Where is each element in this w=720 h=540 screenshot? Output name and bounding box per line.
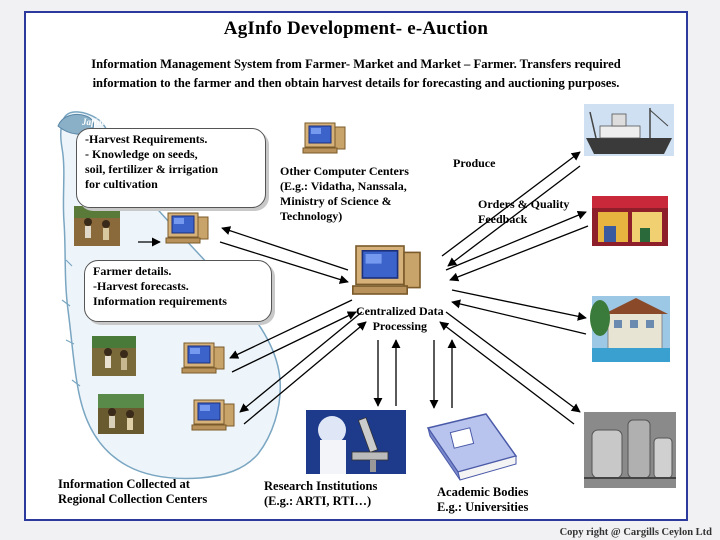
- bubble-top-line-1: -Harvest Requirements.: [85, 132, 208, 146]
- other-centers-line-2: (E.g.: Vidatha, Nanssala,: [280, 179, 407, 193]
- bubble-top-line-4: for cultivation: [85, 177, 158, 191]
- arrow-from-supermarket: [449, 225, 589, 282]
- research-image: [306, 410, 406, 474]
- bubble-bottom-line-2: -Harvest forecasts.: [93, 279, 189, 293]
- research-line-2: (E.g.: ARTI, RTI…): [264, 494, 372, 508]
- label-produce: Produce: [453, 156, 496, 170]
- subtitle-line-2: information to the farmer and then obtai…: [92, 76, 620, 90]
- label-centralized-processing: Centralized Data Processing: [356, 304, 444, 334]
- bubble-top-line-3: soil, fertilizer & irrigation: [85, 162, 219, 176]
- connection-arrows: [138, 151, 589, 425]
- computer-icon-regional-2: [181, 342, 225, 374]
- computer-icon-regional-3: [191, 399, 235, 431]
- bubble-harvest-requirements: -Harvest Requirements. - Knowledge on se…: [76, 128, 266, 208]
- label-research-institutions: Research Institutions (E.g.: ARTI, RTI…): [264, 479, 377, 509]
- label-orders-quality: Orders & Quality Feedback: [478, 197, 569, 227]
- arrow-to-ship: [441, 151, 581, 257]
- research-line-1: Research Institutions: [264, 479, 378, 493]
- central-line-1: Centralized Data: [356, 304, 444, 318]
- arrow-to-regional-1: [221, 226, 349, 271]
- supermarket-image: [592, 196, 668, 246]
- arrow-to-regional-3: [239, 311, 363, 413]
- other-centers-line-1: Other Computer Centers: [280, 164, 409, 178]
- computer-icon-central: [351, 245, 421, 295]
- arrow-from-hotel: [451, 299, 587, 335]
- arrow-from-ship: [447, 165, 581, 267]
- coast-detail: [61, 259, 81, 387]
- bubble-farmer-details: Farmer details. -Harvest forecasts. Info…: [84, 260, 272, 322]
- factory-image: [584, 412, 676, 488]
- arrow-to-regional-2: [229, 299, 353, 359]
- bubble-top-line-2: - Knowledge on seeds,: [85, 147, 198, 161]
- arrow-to-supermarket: [445, 210, 587, 271]
- other-centers-line-3: Ministry of Science &: [280, 194, 392, 208]
- label-other-computer-centers: Other Computer Centers (E.g.: Vidatha, N…: [280, 164, 409, 224]
- central-line-2: Processing: [372, 319, 428, 333]
- farmer-photo-1: [74, 206, 120, 246]
- slide-title: AgInfo Development- e-Auction: [223, 18, 489, 39]
- arrow-to-factory: [445, 311, 581, 413]
- computer-icon-regional-1: [165, 212, 209, 244]
- map-label-jaffna: Jaffna: [82, 117, 107, 127]
- bubble-bottom-line-1: Farmer details.: [93, 264, 172, 278]
- bubble-bottom-line-3: Information requirements: [93, 294, 227, 308]
- label-academic-bodies: Academic Bodies E.g.: Universities: [437, 485, 528, 515]
- slide-subtitle: Information Management System from Farme…: [44, 55, 668, 93]
- farmer-photo-3: [98, 394, 144, 434]
- arrow-from-regional-2: [231, 311, 357, 373]
- academic-line-1: Academic Bodies: [437, 485, 529, 499]
- academic-line-2: E.g.: Universities: [437, 500, 529, 514]
- regional-line-2: Regional Collection Centers: [58, 492, 208, 506]
- copyright-footer: Copy right @ Cargills Ceylon Ltd: [559, 527, 712, 538]
- computer-icon-other-centers: [302, 122, 346, 154]
- farmer-photo-2: [92, 336, 136, 376]
- subtitle-line-1: Information Management System from Farme…: [91, 57, 621, 71]
- arrow-from-regional-3: [243, 321, 367, 425]
- arrow-from-factory: [439, 321, 575, 425]
- label-regional-centers: Information Collected at Regional Collec…: [58, 477, 207, 507]
- hotel-image: [590, 296, 670, 362]
- regional-line-1: Information Collected at: [58, 477, 190, 491]
- other-centers-line-4: Technology): [280, 209, 343, 223]
- arrow-from-regional-1: [219, 241, 349, 284]
- cargo-ship-image: [584, 104, 674, 156]
- orders-line-1: Orders & Quality: [478, 197, 570, 211]
- arrow-to-hotel: [451, 289, 587, 321]
- book-image: [426, 413, 518, 481]
- orders-line-2: Feedback: [478, 212, 528, 226]
